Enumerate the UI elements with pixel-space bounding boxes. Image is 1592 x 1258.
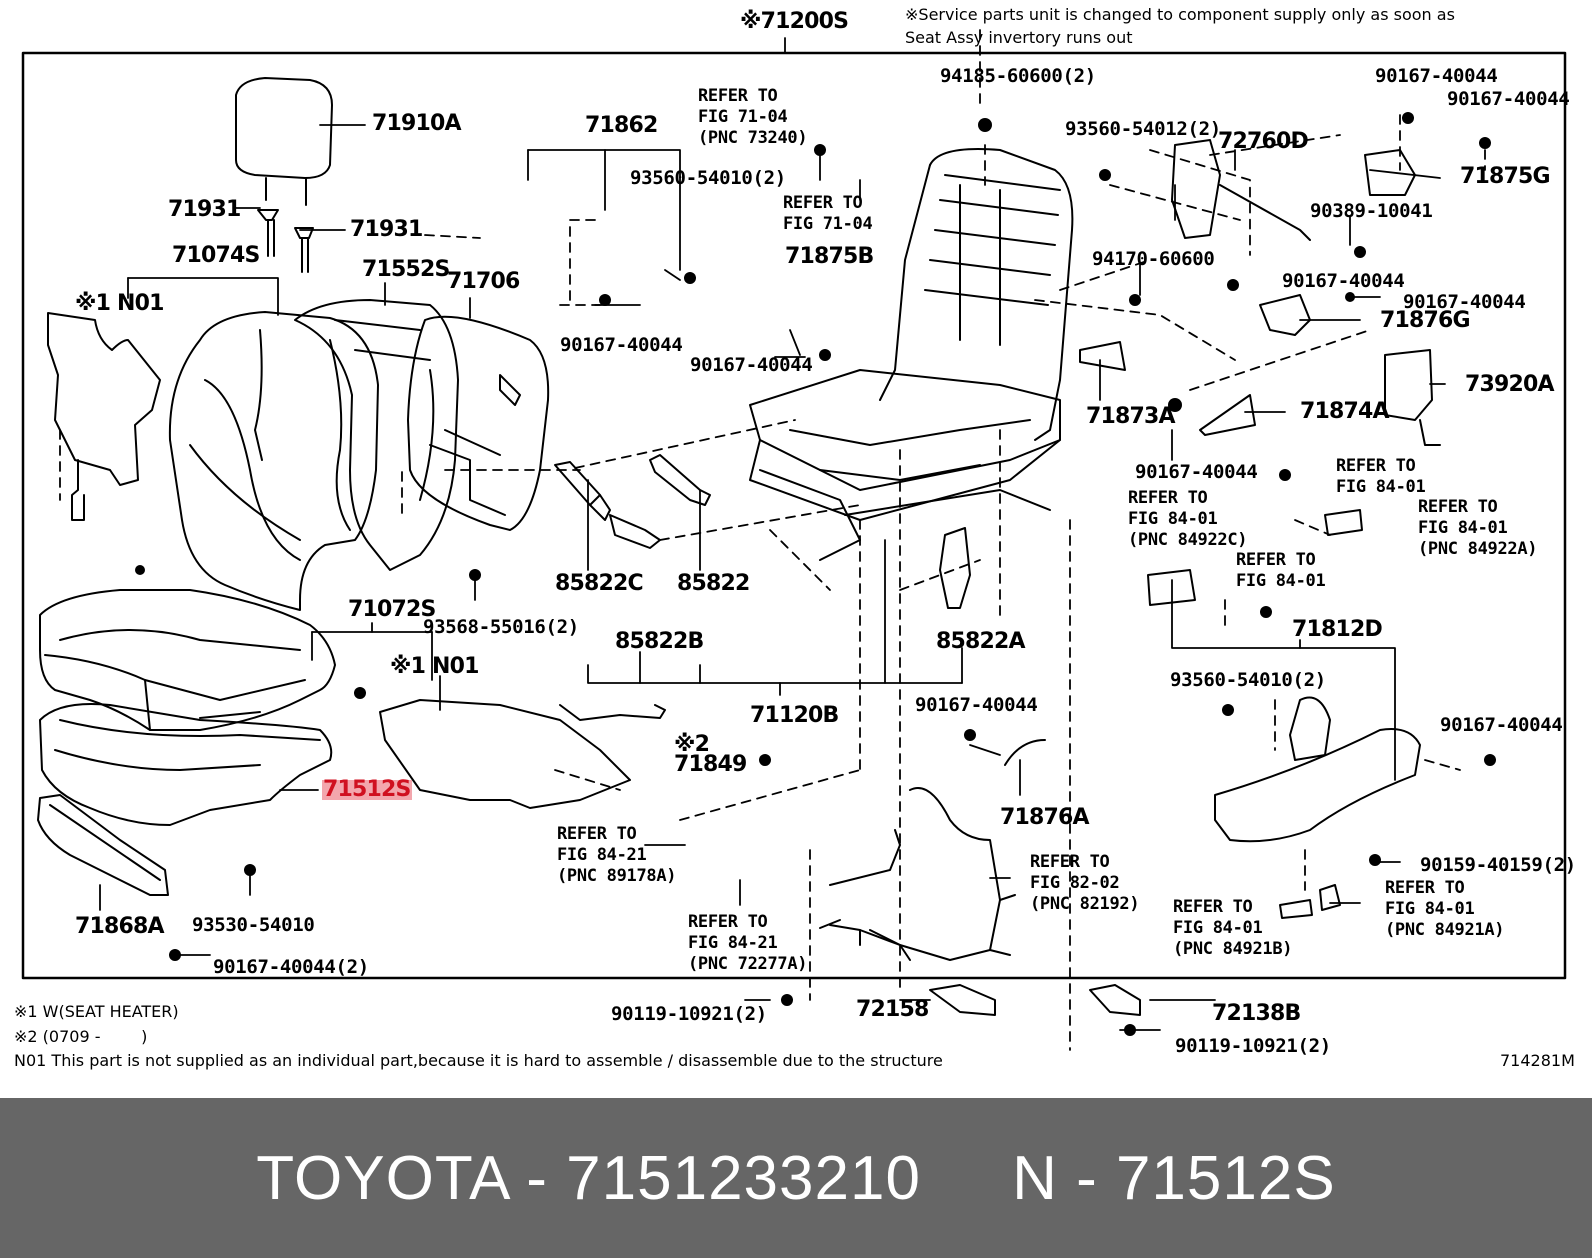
refer-to-pnc-72277A[interactable]: REFER TO FIG 84-21 (PNC 72277A) <box>688 912 808 974</box>
part-label-72158[interactable]: 72158 <box>856 997 929 1022</box>
part-label-71512S-highlighted[interactable]: 71512S <box>322 777 412 802</box>
part-label-71874A[interactable]: 71874A <box>1300 399 1390 424</box>
bolts-drawing <box>135 112 1496 1036</box>
right-parts-drawing <box>929 139 1441 1016</box>
service-note-line2: Seat Assy invertory runs out <box>905 28 1133 47</box>
part-label-93560-54012[interactable]: 93560-54012(2) <box>1065 118 1221 140</box>
back-board-drawing <box>407 315 550 531</box>
part-label-94170-60600[interactable]: 94170-60600 <box>1092 248 1215 270</box>
seat-back-pad-drawing <box>294 299 459 571</box>
part-label-72760D[interactable]: 72760D <box>1218 129 1309 154</box>
part-label-90119-10921[interactable]: 90119-10921(2) <box>1175 1035 1331 1057</box>
part-label-85822A[interactable]: 85822A <box>936 629 1026 654</box>
part-label-71074S[interactable]: 71074S <box>172 243 260 268</box>
part-label-85822B[interactable]: 85822B <box>615 629 704 654</box>
refer-to-pnc-84921B[interactable]: REFER TO FIG 84-01 (PNC 84921B) <box>1173 897 1293 959</box>
part-number-text: TOYOTA - 7151233210 N - 71512S <box>256 1143 1336 1213</box>
part-label-90389-10041[interactable]: 90389-10041 <box>1310 200 1433 222</box>
footnote-date-range: ※2 (0709 - ) <box>14 1027 148 1046</box>
part-label-71862[interactable]: 71862 <box>585 113 658 138</box>
part-label-90167-40044[interactable]: 90167-40044(2) <box>213 956 369 978</box>
part-label-71849[interactable]: ※2 71849 <box>674 732 747 777</box>
refer-to-fig-84-01[interactable]: REFER TO FIG 84-01 <box>1336 456 1426 497</box>
part-label-90167-40044[interactable]: 90167-40044 <box>1447 88 1570 110</box>
part-label-71072S[interactable]: 71072S <box>348 597 436 622</box>
part-label-71812D[interactable]: 71812D <box>1292 617 1383 642</box>
part-label-94185-60600[interactable]: 94185-60600(2) <box>940 65 1096 87</box>
part-label-90167-40044[interactable]: 90167-40044 <box>560 334 683 356</box>
part-label-90167-40044[interactable]: 90167-40044 <box>1375 65 1498 87</box>
assembly-code: ※71200S <box>740 9 849 34</box>
parts-diagram: ※71200S ※Service parts unit is changed t… <box>14 5 1577 1070</box>
refer-to-pnc-89178A[interactable]: REFER TO FIG 84-21 (PNC 89178A) <box>557 824 677 886</box>
motors-drawing <box>554 454 971 609</box>
figure-code: 714281M <box>1500 1051 1575 1070</box>
part-label-71910A[interactable]: 71910A <box>372 111 462 136</box>
part-label-71120B[interactable]: 71120B <box>750 703 839 728</box>
part-label-n01[interactable]: ※1 N01 <box>75 291 164 316</box>
part-label-90119-10921[interactable]: 90119-10921(2) <box>611 1003 767 1025</box>
refer-to-pnc-84922C[interactable]: REFER TO FIG 84-01 (PNC 84922C) <box>1128 488 1248 550</box>
part-label-90167-40044[interactable]: 90167-40044 <box>1440 714 1563 736</box>
seat-heater-back-drawing <box>47 312 161 521</box>
part-label-90167-40044[interactable]: 90167-40044 <box>1282 270 1405 292</box>
part-label-71706[interactable]: 71706 <box>447 269 520 294</box>
footnote-n01: N01 This part is not supplied as an indi… <box>14 1051 943 1070</box>
footnote-seat-heater: ※1 W(SEAT HEATER) <box>14 1002 179 1021</box>
refer-to-fig-84-01[interactable]: REFER TO FIG 84-01 <box>1236 550 1326 591</box>
seat-heater-cushion-drawing <box>379 699 666 809</box>
diagram-drawing <box>21 29 1567 1051</box>
part-label-71868A[interactable]: 71868A <box>75 914 165 939</box>
wire-harness-drawing <box>819 739 1046 961</box>
seat-frame-drawing <box>749 148 1074 561</box>
part-label-71876A[interactable]: 71876A <box>1000 805 1090 830</box>
part-label-93560-54010[interactable]: 93560-54010(2) <box>1170 669 1326 691</box>
part-label-93568-55016[interactable]: 93568-55016(2) <box>423 616 579 638</box>
headrest-drawing <box>235 77 333 273</box>
part-label-71875B[interactable]: 71875B <box>785 244 874 269</box>
part-label-90167-40044[interactable]: 90167-40044 <box>1403 291 1526 313</box>
part-label-73920A[interactable]: 73920A <box>1465 372 1555 397</box>
part-label-71552S[interactable]: 71552S <box>362 257 450 282</box>
part-label-93530-54010[interactable]: 93530-54010 <box>192 914 315 936</box>
part-label-90159-40159[interactable]: 90159-40159(2) <box>1420 854 1576 876</box>
part-label-71873A[interactable]: 71873A <box>1086 404 1176 429</box>
part-label-72138B[interactable]: 72138B <box>1212 1001 1301 1026</box>
part-label-71876G[interactable]: 71876G <box>1380 308 1471 333</box>
part-label-90167-40044[interactable]: 90167-40044 <box>690 354 813 376</box>
part-label-90167-40044[interactable]: 90167-40044 <box>915 694 1038 716</box>
refer-to-pnc-82192[interactable]: REFER TO FIG 82-02 (PNC 82192) <box>1030 852 1140 914</box>
refer-to-fig-71-04[interactable]: REFER TO FIG 71-04 <box>783 193 873 234</box>
seat-cushion-pad-drawing <box>39 703 333 826</box>
side-shield-drawing <box>37 794 169 896</box>
seat-back-cover-drawing <box>168 311 379 611</box>
part-label-n01[interactable]: ※1 N01 <box>390 654 479 679</box>
refer-to-pnc-84921A[interactable]: REFER TO FIG 84-01 (PNC 84921A) <box>1385 878 1505 940</box>
part-number-banner: TOYOTA - 7151233210 N - 71512S <box>0 1098 1592 1258</box>
part-label-85822C[interactable]: 85822C <box>555 571 644 596</box>
part-label-71875G[interactable]: 71875G <box>1460 164 1551 189</box>
part-label-71931[interactable]: 71931 <box>350 217 423 242</box>
assembly-frame <box>21 51 1567 980</box>
part-label-85822[interactable]: 85822 <box>677 571 750 596</box>
seat-cushion-cover-drawing <box>39 589 336 731</box>
part-label-90167-40044[interactable]: 90167-40044 <box>1135 461 1258 483</box>
refer-to-pnc-84922A[interactable]: REFER TO FIG 84-01 (PNC 84922A) <box>1418 497 1538 559</box>
part-label-71931[interactable]: 71931 <box>168 197 241 222</box>
service-note-line1: ※Service parts unit is changed to compon… <box>905 5 1455 24</box>
part-label-93560-54010[interactable]: 93560-54010(2) <box>630 167 786 189</box>
refer-to-pnc-73240[interactable]: REFER TO FIG 71-04 (PNC 73240) <box>698 86 808 148</box>
